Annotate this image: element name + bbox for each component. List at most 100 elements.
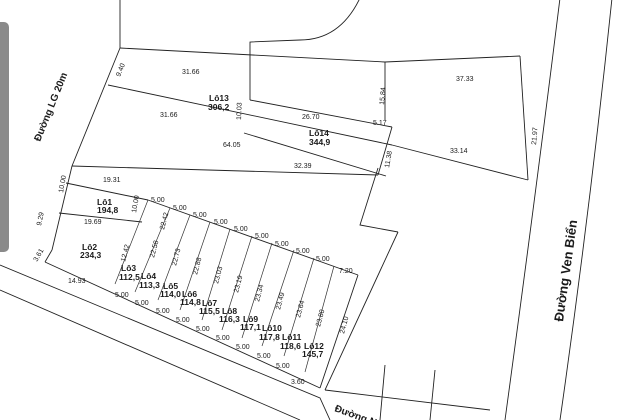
lot-02-name[interactable]: Lô2 bbox=[82, 242, 97, 252]
lot-divider bbox=[134, 207, 171, 293]
dim-label: 19.31 bbox=[103, 177, 121, 184]
road-edge bbox=[504, 0, 561, 420]
dim-label: 22.88 bbox=[192, 257, 203, 276]
lot-boundary bbox=[65, 182, 149, 201]
block-line bbox=[379, 364, 386, 420]
dim-label: 5.00 bbox=[156, 308, 170, 315]
dim-label: 5.00 bbox=[276, 363, 290, 370]
dim-label: 3.61 bbox=[33, 248, 46, 263]
lot-14-area: 344,9 bbox=[309, 137, 331, 147]
road-label-bottom: Đường N bbox=[333, 403, 378, 420]
lot-13-name[interactable]: Lô13 bbox=[209, 93, 229, 103]
block-line bbox=[429, 369, 436, 420]
dim-label: 37.33 bbox=[456, 76, 474, 83]
dim-label: 32.39 bbox=[294, 163, 312, 170]
dim-label: 9.40 bbox=[115, 62, 127, 77]
lot-boundary bbox=[58, 212, 143, 223]
dim-label: 33.14 bbox=[450, 148, 468, 155]
dim-label: 22.58 bbox=[149, 240, 160, 259]
lot-10-area: 117,8 bbox=[259, 332, 280, 342]
lot-12-name[interactable]: Lô12 bbox=[304, 341, 324, 351]
lot-04-name[interactable]: Lô4 bbox=[141, 271, 156, 281]
dim-label: 23.34 bbox=[254, 284, 265, 303]
lot-divider bbox=[261, 249, 295, 347]
dim-label: 10.00 bbox=[58, 175, 68, 194]
lot-boundary bbox=[319, 274, 359, 389]
dim-label: 5.00 bbox=[214, 219, 228, 226]
lot-13-area: 306,2 bbox=[208, 102, 230, 112]
dim-label: 23.64 bbox=[295, 300, 306, 319]
dim-label: 10.03 bbox=[236, 102, 244, 120]
block-line bbox=[384, 55, 521, 63]
lot-08-name[interactable]: Lô8 bbox=[222, 306, 237, 316]
road-label-lg20: Đường LG 20m bbox=[33, 71, 71, 143]
dim-label: 21.97 bbox=[531, 127, 540, 145]
lot-05-name[interactable]: Lô5 bbox=[163, 281, 178, 291]
lot-09-name[interactable]: Lô9 bbox=[243, 314, 258, 324]
lot-boundary bbox=[249, 99, 393, 128]
lot-divider bbox=[304, 265, 335, 373]
lot-11-area: 118,6 bbox=[280, 341, 301, 351]
dim-label: 14.93 bbox=[68, 278, 86, 285]
lot-boundary bbox=[44, 261, 321, 389]
dim-label: 7.20 bbox=[339, 268, 353, 275]
dim-label: 5.00 bbox=[173, 205, 187, 212]
lot-boundary bbox=[51, 165, 73, 251]
dim-label: 5.00 bbox=[115, 292, 129, 299]
dim-label: 11.38 bbox=[384, 150, 394, 168]
dim-label: 15.84 bbox=[379, 87, 388, 105]
lot-10-name[interactable]: Lô10 bbox=[262, 323, 282, 333]
lot-01-area: 194,8 bbox=[97, 205, 119, 215]
lot-boundary bbox=[243, 132, 387, 177]
lot-divider bbox=[179, 221, 211, 311]
dim-label: 22.42 bbox=[159, 212, 170, 231]
lot-boundary bbox=[147, 199, 359, 276]
lot-08-area: 116,3 bbox=[219, 314, 240, 324]
block-line bbox=[359, 167, 399, 233]
dim-label: 10.00 bbox=[131, 195, 141, 214]
dim-label: 5.00 bbox=[255, 233, 269, 240]
dim-label: 12.42 bbox=[120, 244, 131, 263]
lot-boundary bbox=[44, 249, 53, 263]
dimension-labels: 9.40 31.66 31.66 10.03 26.70 5.17 15.84 … bbox=[33, 62, 540, 386]
dim-label: 5.00 bbox=[193, 212, 207, 219]
lot-03-name[interactable]: Lô3 bbox=[121, 263, 136, 273]
lot-07-area: 115,5 bbox=[199, 306, 220, 316]
dim-label: 5.00 bbox=[257, 353, 271, 360]
lot-04-area: 113,3 bbox=[139, 280, 160, 290]
lot-divider bbox=[114, 199, 149, 285]
dim-label: 5.00 bbox=[216, 335, 230, 342]
road-edge bbox=[0, 289, 301, 420]
lot-boundary bbox=[107, 84, 393, 146]
dim-label: 5.00 bbox=[234, 226, 248, 233]
lot-divider bbox=[157, 214, 191, 301]
lot-11-name[interactable]: Lô11 bbox=[282, 332, 302, 342]
dim-label: 23.03 bbox=[213, 266, 224, 285]
block-line bbox=[519, 55, 529, 181]
dim-label: 5.00 bbox=[135, 300, 149, 307]
lot-06-area: 114,8 bbox=[180, 297, 201, 307]
lot-06-name[interactable]: Lô6 bbox=[182, 289, 197, 299]
dim-label: 19.69 bbox=[84, 219, 102, 226]
dim-label: 22.73 bbox=[171, 248, 182, 267]
dim-label: 23.80 bbox=[315, 309, 326, 328]
lot-boundary bbox=[119, 47, 386, 63]
dim-label: 5.00 bbox=[196, 326, 210, 333]
dim-label: 24.10 bbox=[339, 316, 350, 335]
lot-03-area: 112,5 bbox=[119, 272, 140, 282]
dim-label: 5.00 bbox=[296, 248, 310, 255]
block-line bbox=[249, 0, 360, 100]
lot-01-name[interactable]: Lô1 bbox=[97, 197, 112, 207]
lot-05-area: 114,0 bbox=[160, 289, 181, 299]
dim-label: 3.60 bbox=[291, 379, 305, 386]
lot-boundary bbox=[377, 126, 393, 176]
lot-07-name[interactable]: Lô7 bbox=[202, 298, 217, 308]
upper-lots bbox=[71, 47, 393, 177]
block-line bbox=[391, 144, 529, 181]
side-scroll-handle[interactable] bbox=[0, 22, 9, 252]
lot-14-name[interactable]: Lô14 bbox=[309, 128, 329, 138]
lot-boundary bbox=[71, 47, 121, 167]
dim-label: 9.29 bbox=[36, 212, 46, 227]
